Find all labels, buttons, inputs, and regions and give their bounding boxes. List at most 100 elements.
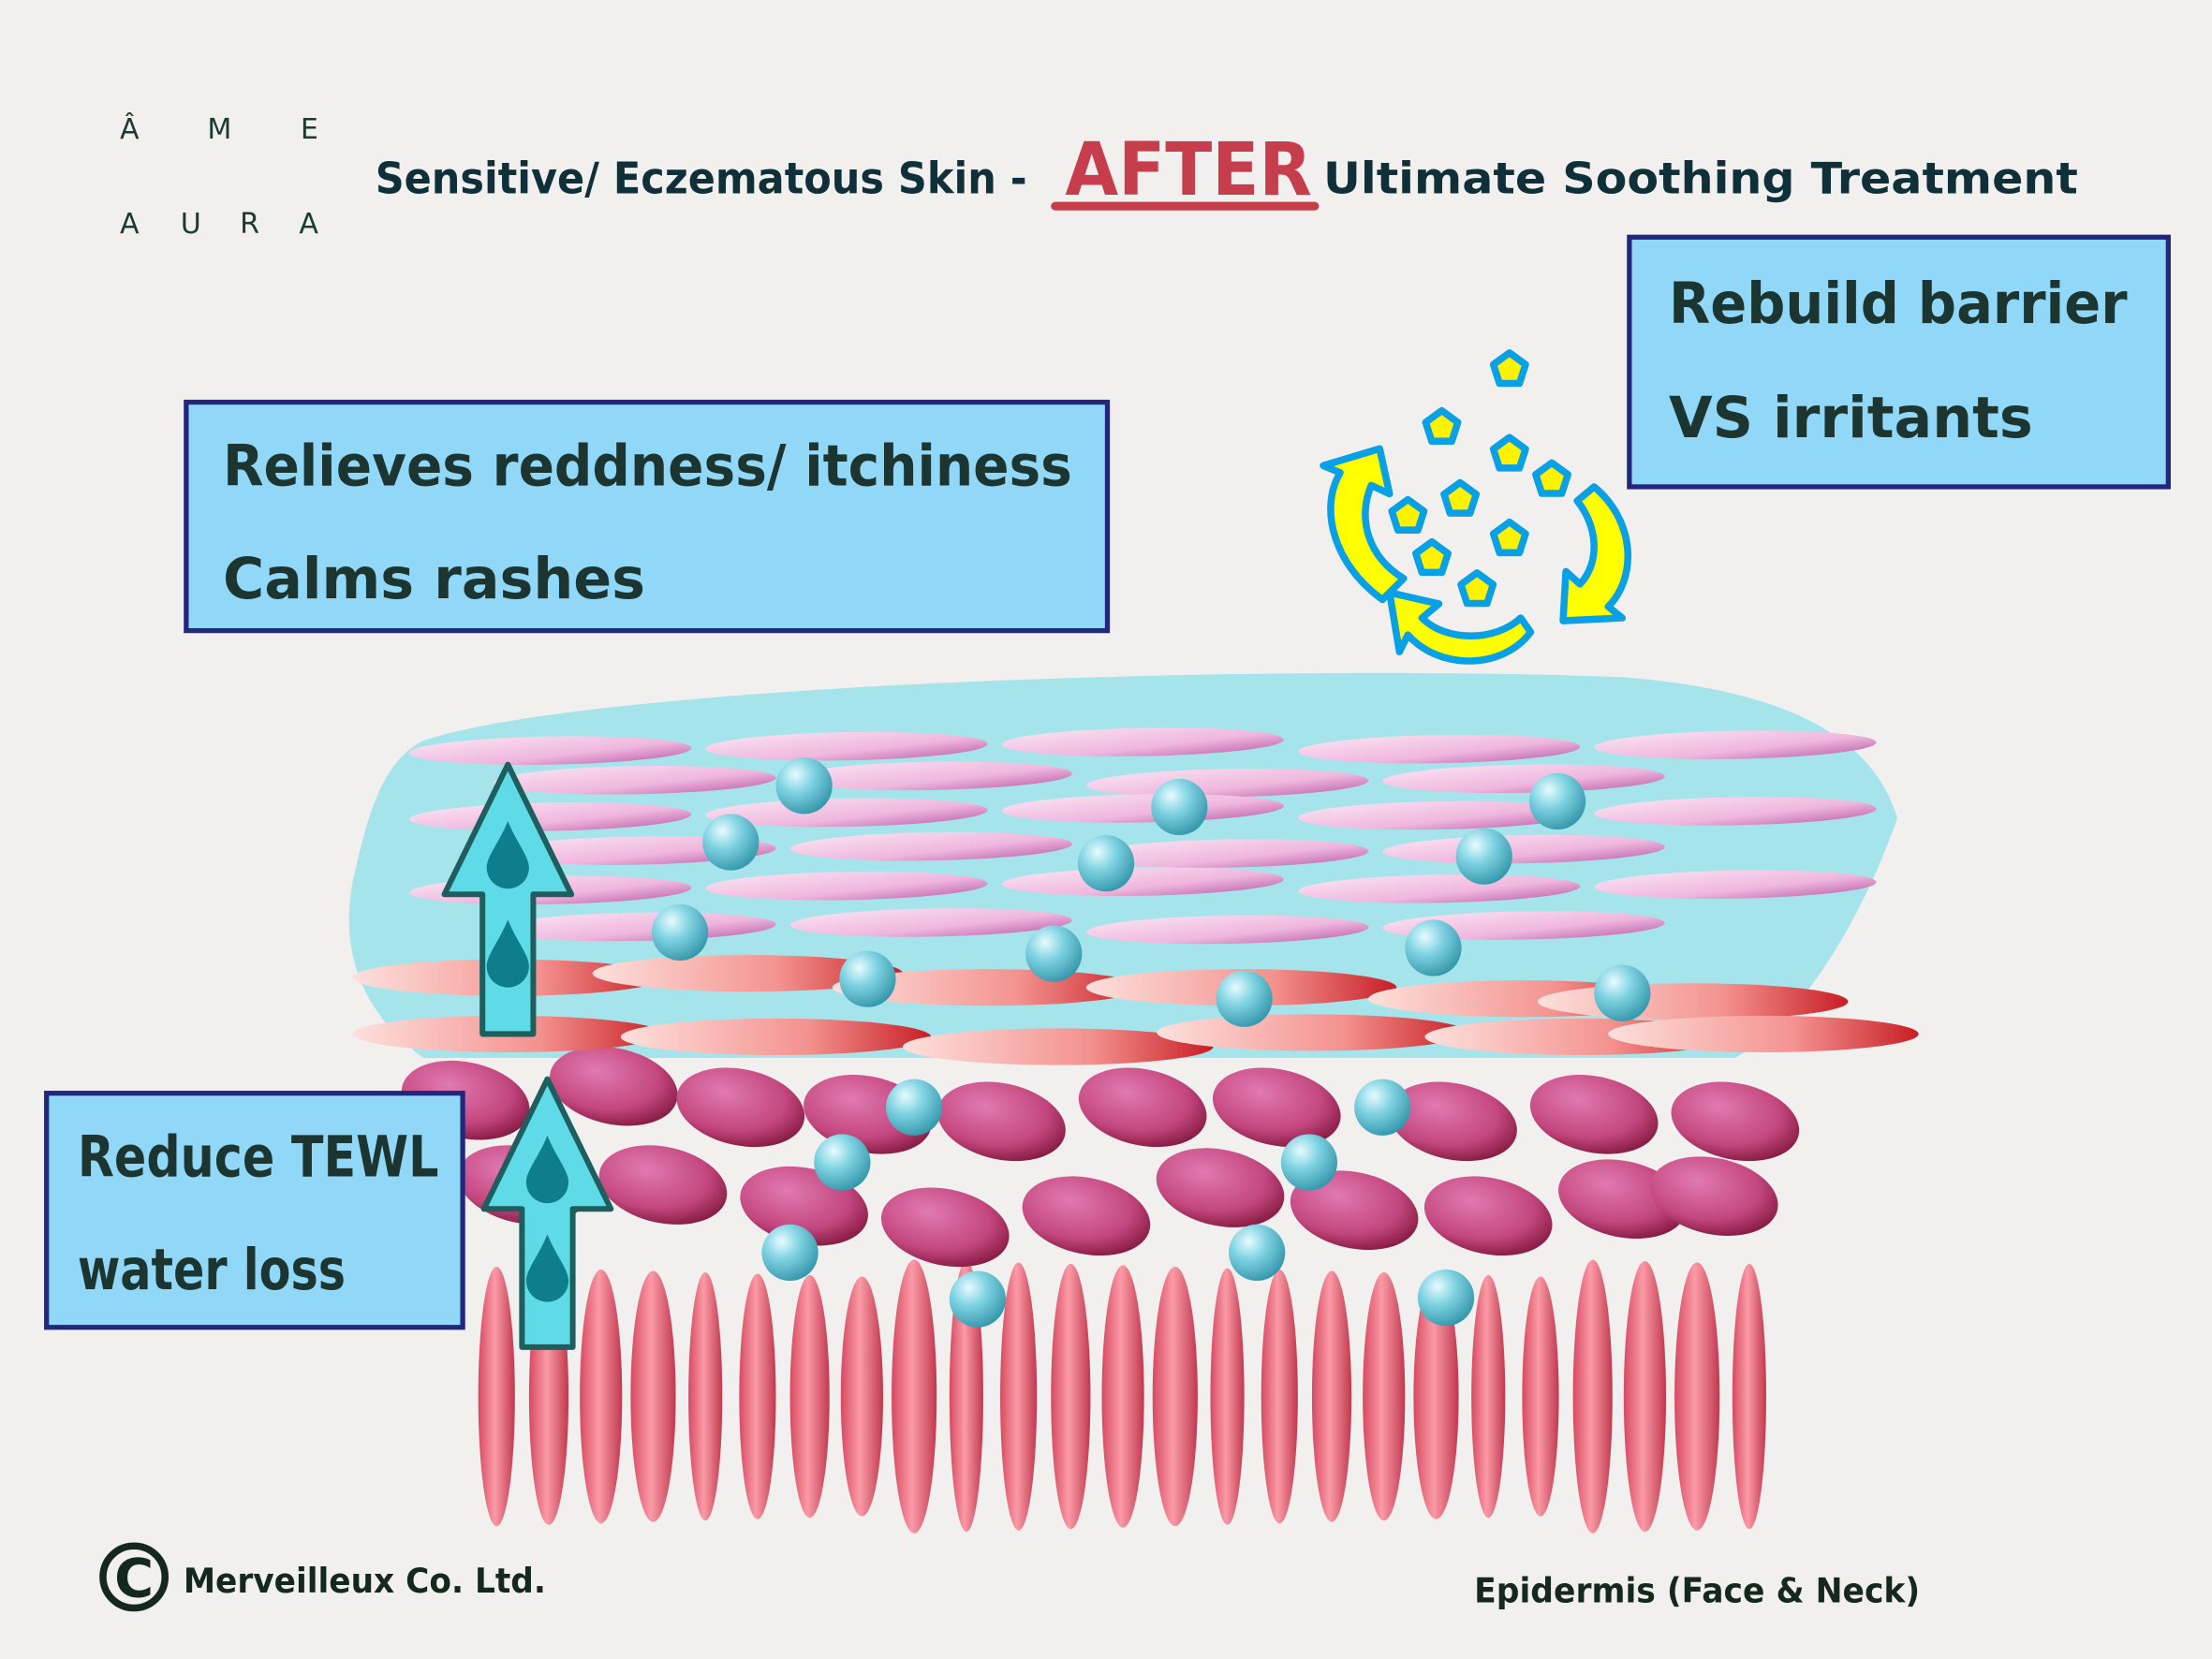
corneocyte [1086,915,1369,945]
moisture-sphere [1025,925,1083,982]
title-underline [1051,201,1320,211]
moisture-sphere [949,1270,1007,1328]
basal-cell [1572,1259,1613,1534]
copyright-icon [99,1542,170,1612]
basal-cell [1000,1262,1038,1531]
spinous-cell [1389,1081,1517,1162]
moisture-sphere [1455,828,1512,885]
corneocyte [1001,794,1284,823]
relieve-line2: Calms rashes [223,547,645,612]
water-drop-icon [486,820,529,889]
spinous-cell [549,1046,678,1126]
irritant-icon [1422,406,1462,446]
basal-cell [1051,1263,1091,1530]
title-suffix: Ultimate Soothing Treatment [1323,154,2078,205]
tewl-line2: water loss [78,1238,346,1303]
corneocyte [789,831,1072,861]
spinous-cell [598,1145,728,1225]
moisture-sphere [761,1224,818,1282]
corneocyte [494,765,776,795]
spinous-cell [1290,1170,1419,1251]
corneocyte [1086,839,1369,868]
moisture-sphere [1216,970,1273,1027]
logo-letter: A [120,208,140,241]
moisture-sphere [702,814,759,871]
basal-cell [949,1260,983,1533]
moisture-sphere [1151,778,1208,836]
irritant-icon [1457,569,1497,608]
skin-layers [352,727,1919,1534]
corneocyte [1594,870,1877,900]
basal-cell [1522,1276,1559,1517]
logo-letter: E [301,113,318,146]
granular-cell [592,955,904,992]
spinous-cell [1529,1074,1659,1154]
spinous-cell [1212,1067,1341,1148]
corneocyte [1382,834,1665,864]
basal-cell [1471,1275,1506,1519]
barrier-line1: Rebuild barrier [1669,272,2128,337]
basal-cell [739,1273,776,1520]
relieve-line1: Relieves reddness/ itchiness [223,433,1072,499]
corneocyte [705,871,988,901]
corneocyte [705,798,988,828]
tewl-line1: Reduce TEWL [78,1125,439,1191]
moisture-sphere [1280,1134,1338,1191]
water-drop-icon [525,1234,569,1302]
spinous-cell [1649,1156,1778,1236]
tewl-box: Reduce TEWL water loss [44,1091,465,1330]
logo-letter: R [240,208,259,241]
spinous-cell [1022,1176,1151,1256]
irritant-icon [1489,349,1529,388]
corneocyte [789,761,1072,791]
basal-cell [1101,1265,1144,1528]
irritant-icon [1489,433,1529,472]
title-prefix: Sensitive/ Eczematous Skin - [376,154,1027,205]
cycle-arrow-icon [1320,445,1408,604]
logo-letter: Â [120,112,140,146]
corneocyte [705,731,988,761]
irritant-icon [1388,495,1428,534]
moisture-sphere [814,1134,871,1191]
granular-cell [1537,983,1849,1020]
basal-cell [1413,1273,1459,1520]
basal-cell [1363,1272,1406,1521]
basal-cell [1674,1262,1720,1531]
copyright-symbol: C [114,1548,154,1609]
corneocyte [1298,874,1581,903]
moisture-sphere [886,1079,943,1136]
water-arrows [441,761,614,1350]
moisture-sphere [1229,1224,1286,1282]
relieve-box: Relieves reddness/ itchiness Calms rashe… [184,399,1111,634]
irritant-icon [1532,459,1571,497]
moisture-sphere [775,757,833,815]
basal-cell [1152,1266,1198,1527]
corneocyte [1594,730,1877,759]
spinous-cell [676,1067,805,1148]
basal-cell [688,1272,723,1521]
granular-cell [1608,1015,1919,1053]
spinous-cell [1671,1081,1800,1162]
barrier-box: Rebuild barrier VS irritants [1627,234,2171,490]
basal-cell [580,1269,623,1524]
cycle-arrow-icon [1559,483,1632,624]
corneocyte [1298,800,1581,830]
copyright: C Merveilleux Co. Ltd. [99,1542,546,1612]
moisture-sphere [1405,919,1462,976]
logo-letter: A [299,208,318,241]
basal-cell [892,1259,937,1534]
granular-cell [1157,1014,1467,1051]
copyright-text: Merveilleux Co. Ltd. [184,1561,546,1601]
basal-cell [1732,1263,1766,1530]
granular-cell [620,1018,932,1056]
barrier-line2: VS irritants [1669,386,2033,451]
spinous-cell [880,1187,1010,1268]
corneocyte [1298,734,1581,764]
corneocyte [1001,727,1284,756]
irritant-particles [1320,349,1632,665]
spinous-cell [937,1081,1066,1162]
water-drop-icon [525,1135,569,1204]
spinous-cell [1156,1148,1285,1227]
logo: Â M E A U R A [120,112,318,241]
basal-cell [478,1266,515,1527]
